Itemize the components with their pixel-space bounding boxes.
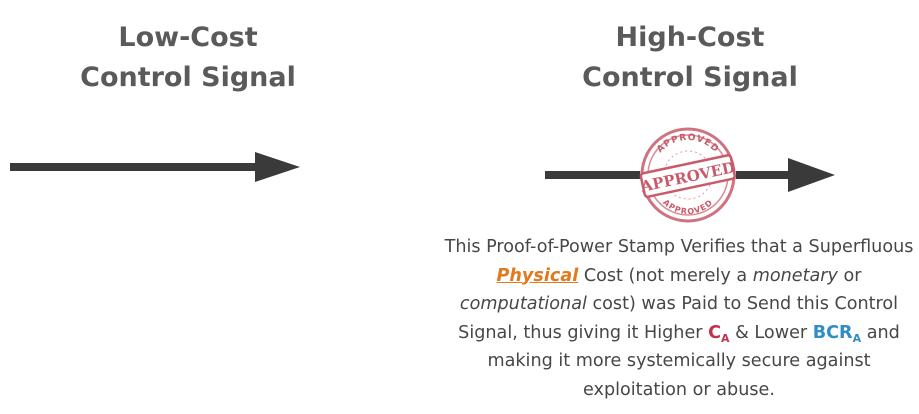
- high-cost-title-line1: High-Cost: [615, 22, 765, 53]
- computational-emphasis: computational: [459, 294, 587, 314]
- low-cost-title-line1: Low-Cost: [118, 22, 258, 53]
- low-cost-title: Low-Cost Control Signal: [8, 18, 368, 98]
- high-cost-title: High-Cost Control Signal: [510, 18, 870, 98]
- stamp-caption: This Proof-of-Power Stamp Verifies that …: [444, 237, 914, 400]
- ca-symbol: CA: [708, 322, 730, 345]
- low-cost-title-line2: Control Signal: [80, 62, 296, 93]
- monetary-emphasis: monetary: [752, 265, 838, 286]
- high-cost-title-line2: Control Signal: [582, 62, 798, 93]
- low-cost-arrow-icon: [10, 152, 300, 182]
- approved-stamp-icon: APPROVED APPROVED APPROVED: [638, 127, 737, 223]
- physical-emphasis: Physical: [496, 265, 579, 286]
- bcr-symbol: BCRA: [812, 322, 862, 345]
